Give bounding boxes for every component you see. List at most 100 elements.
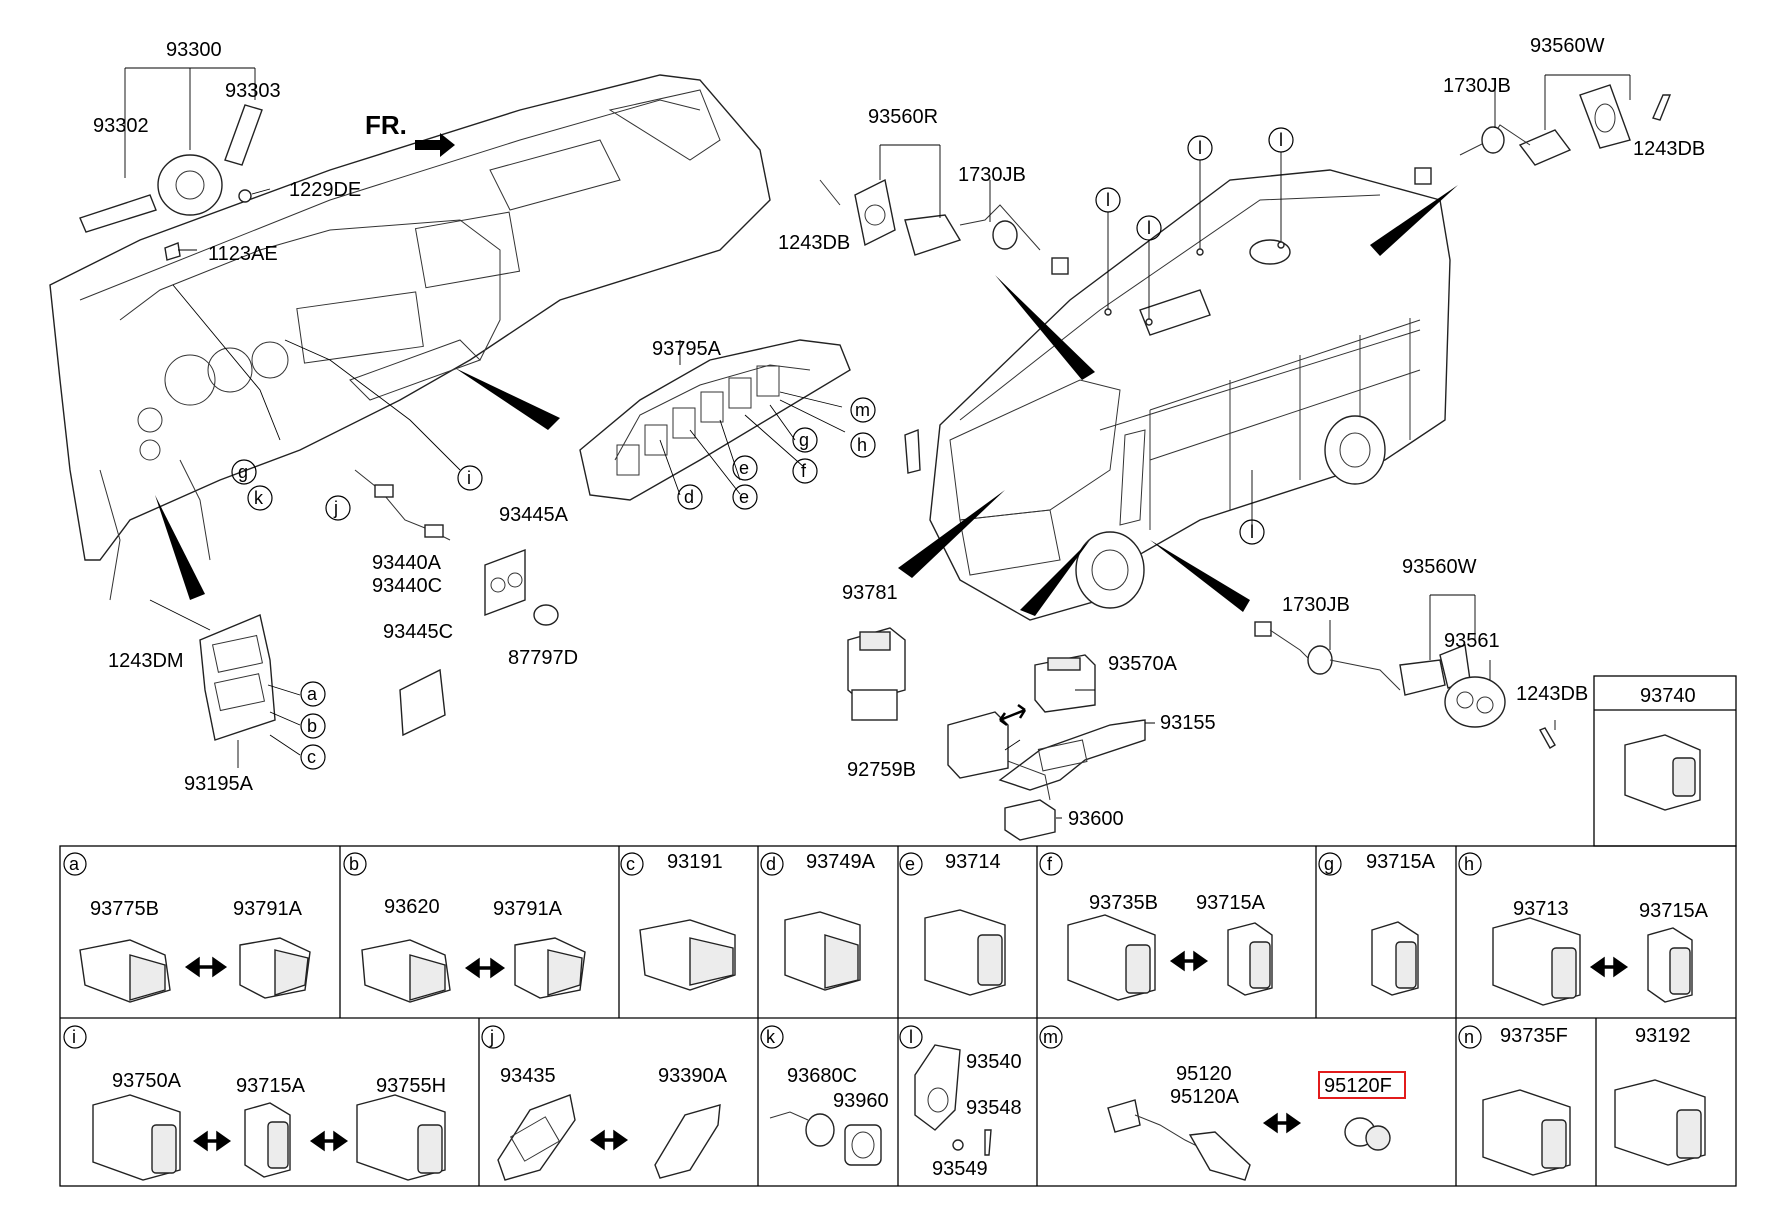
label-93560W-side: 93560W (1402, 556, 1477, 578)
label-93195A: 93195A (184, 773, 254, 795)
combination-switch (79, 104, 263, 261)
svg-text:n: n (1464, 1027, 1474, 1047)
label-87797D: 87797D (508, 647, 578, 669)
label-1243DB-top: 1243DB (1633, 138, 1705, 160)
label-1730JB-side: 1730JB (1282, 594, 1350, 616)
label-93300: 93300 (166, 39, 222, 61)
letter-b: b (307, 716, 317, 736)
label-93714: 93714 (945, 851, 1001, 873)
svg-text:d: d (766, 854, 776, 874)
letter-g: g (238, 462, 248, 482)
label-1123AE: 1123AE (208, 243, 278, 265)
table-cell-f: f 93735B 93715A (1039, 852, 1273, 1001)
label-93549: 93549 (932, 1158, 988, 1180)
table-cell-e: e 93714 (899, 851, 1006, 996)
label-95120F: 95120F (1324, 1075, 1392, 1097)
letter-l: l (1106, 190, 1110, 210)
label-93303: 93303 (225, 80, 281, 102)
lamp-assembly-93560R (819, 144, 1069, 275)
svg-text:l: l (909, 1027, 913, 1047)
letter-a: a (307, 684, 318, 704)
label-93791A: 93791A (493, 898, 563, 920)
inset-box-93740 (1593, 675, 1737, 847)
label-93735F: 93735F (1500, 1025, 1568, 1047)
letter-j: j (333, 498, 338, 518)
label-93775B: 93775B (90, 898, 159, 920)
label-93755H: 93755H (376, 1075, 446, 1097)
cover-93445C (399, 668, 446, 737)
label-93445A: 93445A (499, 504, 569, 526)
highlight-box (1318, 1071, 1406, 1099)
letter-c: c (307, 747, 316, 767)
svg-text:e: e (905, 854, 915, 874)
label-93749A: 93749A (806, 851, 876, 873)
bus-illustration (904, 169, 1451, 621)
table-cell-a: a 93775B 93791A (63, 852, 311, 1003)
label-93791A: 93791A (233, 898, 303, 920)
letter-f: f (801, 461, 807, 481)
parts-table (59, 845, 1737, 1187)
svg-text:c: c (626, 854, 635, 874)
label-93560W-top: 93560W (1530, 35, 1605, 57)
svg-text:h: h (1464, 854, 1474, 874)
panel-93155 (998, 719, 1146, 801)
letter-l: l (1147, 218, 1151, 238)
label-93548: 93548 (966, 1097, 1022, 1119)
letter-i: i (467, 468, 471, 488)
label-93561: 93561 (1444, 630, 1500, 652)
svg-text:j: j (489, 1027, 494, 1047)
table-cell-k: k 93680C 93960 (760, 1025, 889, 1166)
leader-lines (1004, 689, 1155, 819)
letter-e: e (739, 487, 749, 507)
letter-h: h (857, 435, 867, 455)
table-cell-c: c 93191 (620, 851, 736, 991)
letter-d: d (684, 487, 694, 507)
roof-screws (1104, 152, 1285, 525)
svg-text:i: i (72, 1027, 76, 1047)
label-1730JB-top: 1730JB (1443, 75, 1511, 97)
label-95120A: 95120A (1170, 1086, 1240, 1108)
label-93192: 93192 (1635, 1025, 1691, 1047)
label-1243DM: 1243DM (108, 650, 184, 672)
leader-lines (124, 67, 461, 471)
label-92759B: 92759B (847, 759, 916, 781)
table-cell-h: h 93713 93715A (1458, 852, 1709, 1006)
table-cell-i: i 93750A 93715A 93755H (63, 1025, 446, 1181)
letter-l: l (1279, 130, 1283, 150)
letter-m: m (855, 400, 870, 420)
wiring-harness (354, 469, 451, 541)
callout-pointer (455, 368, 560, 430)
exchange-arrow-icon (184, 950, 1629, 1152)
label-93680C: 93680C (787, 1065, 857, 1087)
switch-panel-93795A (579, 339, 851, 501)
label-93435: 93435 (500, 1065, 556, 1087)
label-93735B: 93735B (1089, 892, 1158, 914)
label-93445C: 93445C (383, 621, 453, 643)
label-1229DE: 1229DE (289, 179, 361, 201)
label-93440A: 93440A (372, 552, 442, 574)
svg-text:f: f (1047, 854, 1053, 874)
bracket-93195A (149, 599, 301, 768)
label-93713: 93713 (1513, 898, 1569, 920)
table-cell-j: j 93435 93390A (481, 1025, 728, 1181)
label-93715A: 93715A (236, 1075, 306, 1097)
table-cell-93192: 93192 (1614, 1025, 1706, 1166)
table-cell-m: m 95120 95120A 95120F (1039, 1025, 1406, 1181)
part-93600 (1004, 799, 1056, 841)
label-1243DB-side: 1243DB (1516, 683, 1588, 705)
label-93750A: 93750A (112, 1070, 182, 1092)
lamp-assembly-93560W-top (1414, 74, 1672, 185)
svg-text:k: k (766, 1027, 776, 1047)
label-1730JB-upper: 1730JB (958, 164, 1026, 186)
table-cell-n: n 93735F (1458, 1025, 1571, 1176)
front-direction-arrow: FR. (365, 110, 455, 157)
part-number-labels: 93300 93303 93302 1229DE 1123AE 93795A 9… (93, 35, 1705, 830)
label-93715A: 93715A (1196, 892, 1266, 914)
svg-text:m: m (1043, 1027, 1058, 1047)
label-93570A: 93570A (1108, 653, 1178, 675)
letter-k: k (254, 488, 264, 508)
table-cell-d: d 93749A (760, 851, 876, 991)
label-93795A: 93795A (652, 338, 722, 360)
switch-93570A (1034, 654, 1096, 713)
table-cell-l: l 93540 93548 93549 (899, 1025, 1022, 1180)
